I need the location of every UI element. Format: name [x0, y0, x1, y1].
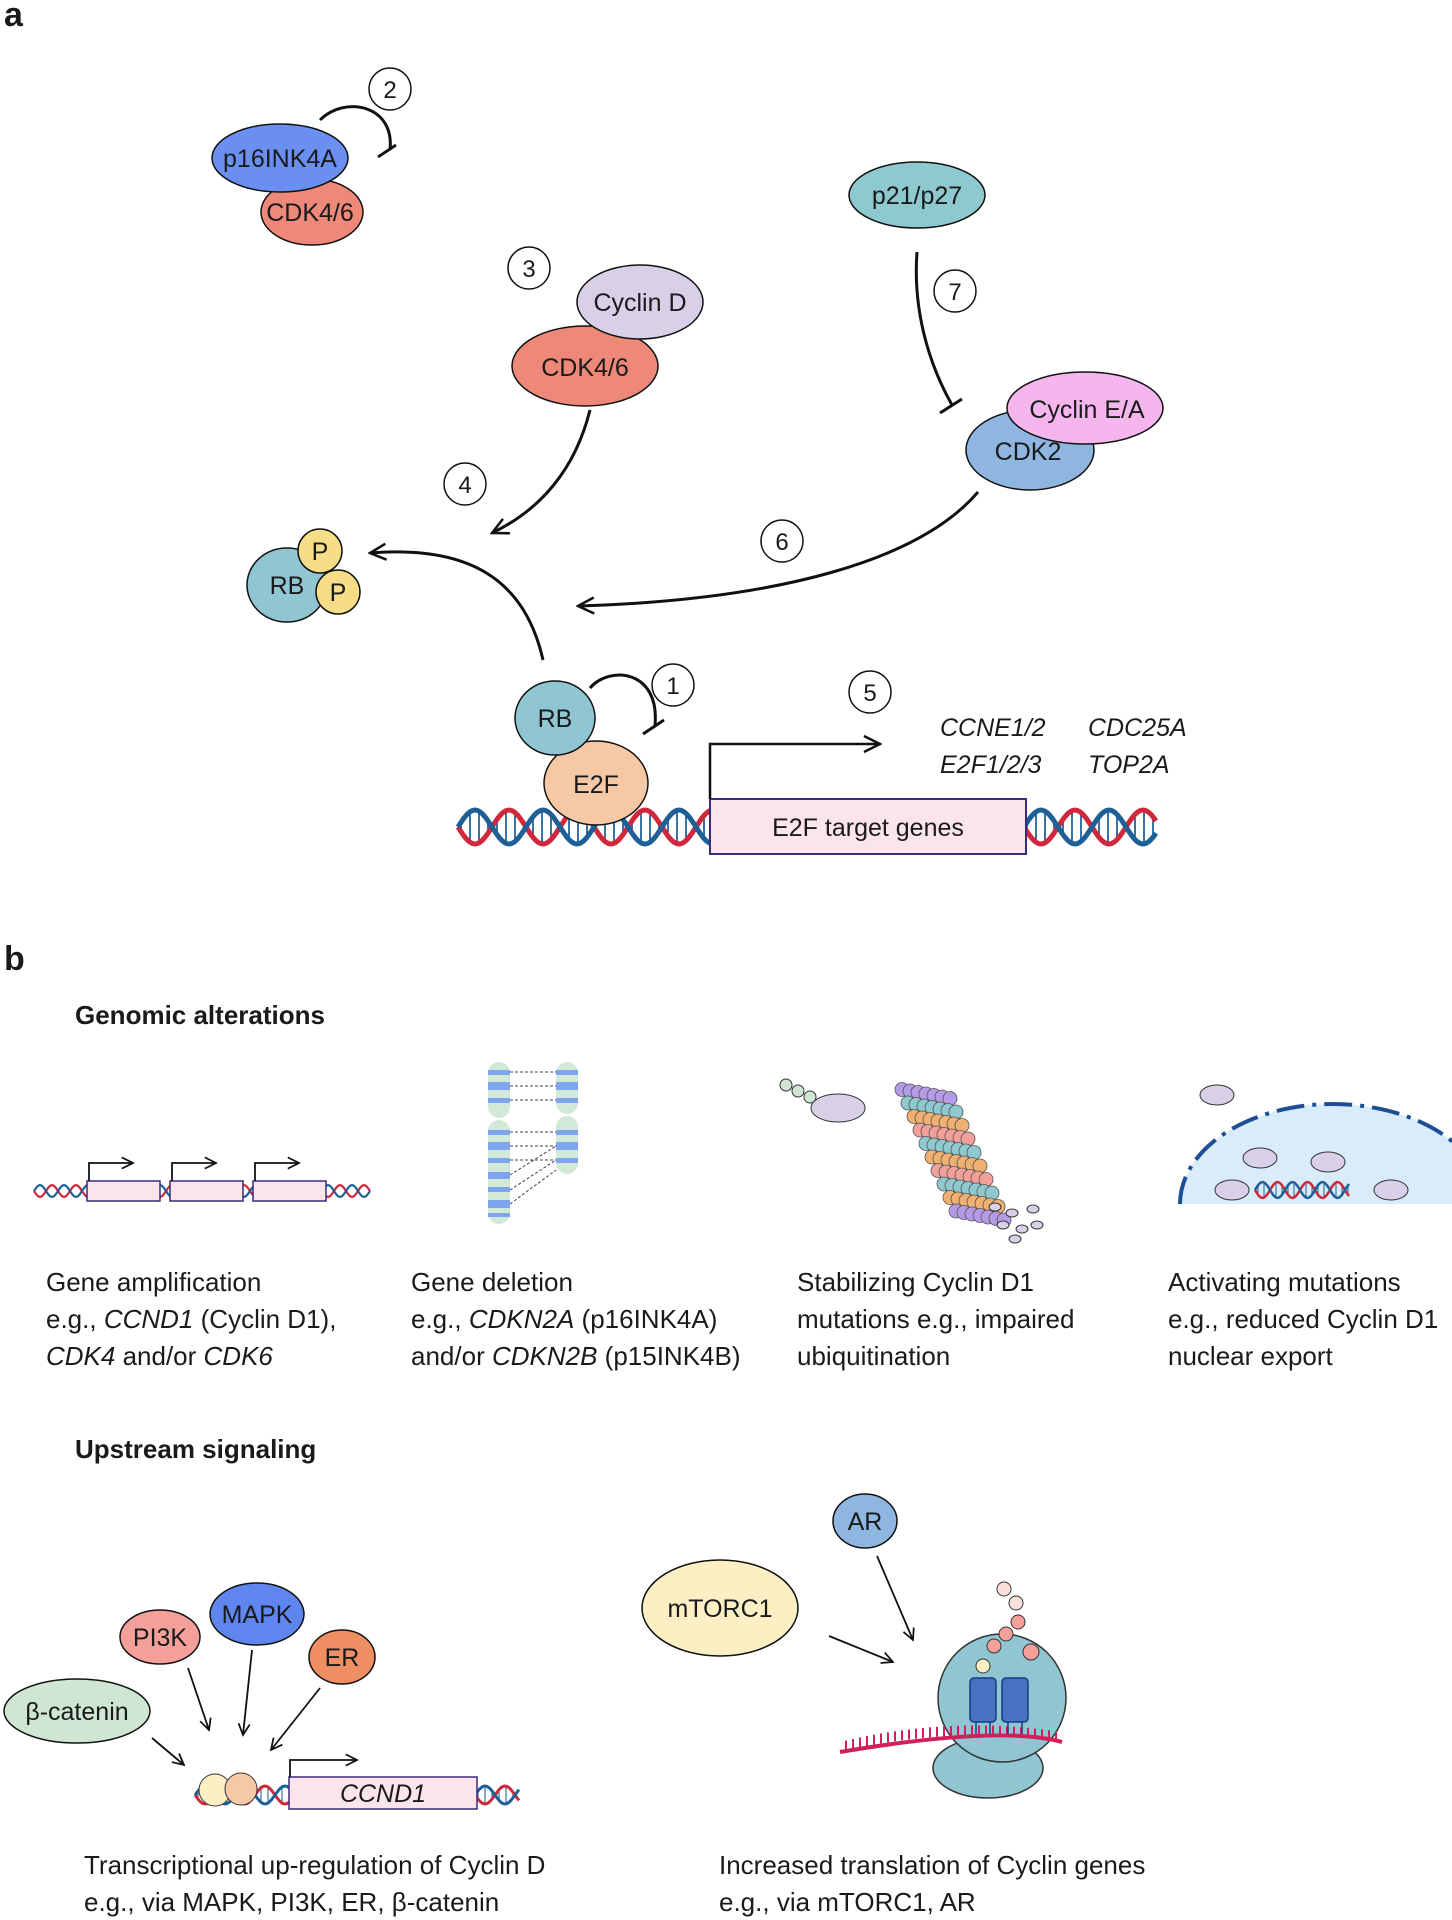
p16-cdk46-complex: CDK4/6 p16INK4A [211, 105, 397, 246]
transcription-signaling: PI3K MAPK ER β-catenin CCND1 [3, 1582, 521, 1810]
cdk46-mid-node [511, 325, 659, 407]
svg-text:Gene deletion: Gene deletion [411, 1267, 573, 1297]
p16-label: p16INK4A [223, 145, 337, 173]
phospho-label-2: P [330, 579, 347, 607]
rb-e2f-complex: E2F RB [514, 673, 665, 826]
p21-inhibition-bar [939, 397, 963, 415]
e2f-node [543, 740, 649, 826]
phospho-node-1 [297, 528, 343, 574]
p16-node [211, 123, 349, 193]
mtorc1-label: mTORC1 [667, 1595, 772, 1623]
svg-text:CDK4 and/or CDK6: CDK4 and/or CDK6 [46, 1341, 273, 1371]
svg-text:e.g., CCND1 (Cyclin D1),: e.g., CCND1 (Cyclin D1), [46, 1304, 336, 1334]
gene-amplification-illustration [33, 1163, 371, 1202]
svg-text:Gene amplification: Gene amplification [46, 1267, 261, 1297]
p16-inhibition-arc [318, 105, 392, 151]
svg-text:Increased translation of Cycli: Increased translation of Cyclin genes [719, 1850, 1145, 1880]
pi3k-node [119, 1609, 201, 1665]
dna-helix-main [455, 807, 1159, 847]
svg-text:Transcriptional up-regulation: Transcriptional up-regulation of Cyclin … [84, 1850, 545, 1880]
step-4: 4 [458, 472, 471, 499]
svg-text:nuclear export: nuclear export [1168, 1341, 1334, 1371]
svg-text:e.g., via mTORC1, AR: e.g., via mTORC1, AR [719, 1887, 976, 1917]
step-5: 5 [863, 680, 876, 707]
p16-inhibition-bar [377, 143, 397, 159]
svg-text:Stabilizing Cyclin D1: Stabilizing Cyclin D1 [797, 1267, 1034, 1297]
svg-text:and/or CDKN2B (p15INK4B): and/or CDKN2B (p15INK4B) [411, 1341, 741, 1371]
arrow-cdk46-to-rbp [492, 409, 592, 533]
ccnd1-box [288, 1776, 478, 1810]
e2f-target-box-label: E2F target genes [772, 814, 964, 842]
caption-deletion: Gene deletion e.g., CDKN2A (p16INK4A) an… [411, 1267, 741, 1371]
cyclin-ea-node [1006, 371, 1164, 445]
rb-phospho-label: RB [270, 572, 305, 600]
nucleus-illustration [1178, 1084, 1452, 1205]
p21-p27-node: p21/p27 [848, 161, 986, 229]
p21-p27-label: p21/p27 [872, 182, 962, 210]
upstream-heading: Upstream signaling [75, 1434, 316, 1464]
svg-text:e.g., CDKN2A (p16INK4A): e.g., CDKN2A (p16INK4A) [411, 1304, 717, 1334]
step-3: 3 [522, 256, 535, 283]
rb-phosphorylated: RB P P [246, 528, 361, 623]
step-numbers: 2 3 7 4 6 1 5 [368, 67, 977, 714]
cyclin-d-label: Cyclin D [593, 289, 686, 317]
rb-inhibition-bar [642, 718, 665, 736]
svg-text:ubiquitination: ubiquitination [797, 1341, 950, 1371]
caption-activating: Activating mutations e.g., reduced Cycli… [1168, 1267, 1438, 1371]
target-gene-cdc25a: CDC25A [1088, 714, 1187, 742]
svg-text:mutations e.g., impaired: mutations e.g., impaired [797, 1304, 1074, 1334]
panel-a-label: a [4, 0, 24, 34]
mrna [839, 1733, 1063, 1754]
cyclind-cdk46-complex: CDK4/6 Cyclin D [511, 264, 704, 407]
target-gene-e2f: E2F1/2/3 [940, 751, 1042, 779]
pi3k-label: PI3K [133, 1624, 188, 1652]
gene-deletion-illustration [488, 1062, 578, 1224]
cdk46-top-label: CDK4/6 [266, 199, 354, 227]
step-7: 7 [948, 279, 961, 306]
genomic-heading: Genomic alterations [75, 1000, 325, 1030]
mapk-node [209, 1582, 305, 1646]
e2f-tss-arrow [708, 744, 880, 799]
svg-text:e.g., reduced Cyclin D1: e.g., reduced Cyclin D1 [1168, 1304, 1438, 1334]
cyclin-ea-label: Cyclin E/A [1029, 396, 1145, 424]
arrow-cdk2-to-e2f [578, 491, 980, 606]
step-1: 1 [666, 673, 679, 700]
e2f-target-box [709, 798, 1027, 855]
p21-inhibition-line [914, 251, 954, 406]
ar-node [832, 1493, 898, 1549]
mtorc1-node [641, 1559, 799, 1657]
cyclin-d-node [576, 264, 704, 340]
caption-amplification: Gene amplification e.g., CCND1 (Cyclin D… [46, 1267, 336, 1371]
beta-catenin-node [3, 1678, 151, 1744]
rb-inhibition-arc [588, 673, 657, 726]
phospho-label-1: P [312, 538, 329, 566]
caption-stabilizing: Stabilizing Cyclin D1 mutations e.g., im… [797, 1267, 1074, 1371]
panel-b-label: b [4, 940, 25, 978]
arrow-rb-release [370, 552, 545, 661]
phospho-node-2 [315, 569, 361, 615]
ccnd1-label: CCND1 [340, 1780, 426, 1808]
target-gene-ccne: CCNE1/2 [940, 714, 1046, 742]
beta-catenin-label: β-catenin [25, 1698, 128, 1726]
er-label: ER [325, 1644, 360, 1672]
cdk46-mid-label: CDK4/6 [541, 354, 629, 382]
step-6: 6 [775, 529, 788, 556]
svg-text:Activating mutations: Activating mutations [1168, 1267, 1401, 1297]
target-gene-top2a: TOP2A [1088, 751, 1170, 779]
step-2: 2 [383, 77, 396, 104]
rb-bound-node [514, 680, 596, 756]
caption-transcriptional: Transcriptional up-regulation of Cyclin … [84, 1850, 545, 1917]
cdk2-label: CDK2 [995, 438, 1062, 466]
cyclinea-cdk2-complex: CDK2 Cyclin E/A [965, 371, 1164, 491]
e2f-label: E2F [573, 771, 619, 799]
ar-label: AR [848, 1508, 883, 1536]
mapk-label: MAPK [222, 1601, 293, 1629]
translation-signaling: mTORC1 AR [641, 1493, 1067, 1799]
caption-translation: Increased translation of Cyclin genes e.… [719, 1850, 1145, 1917]
svg-text:e.g., via MAPK, PI3K, ER, β-ca: e.g., via MAPK, PI3K, ER, β-catenin [84, 1887, 499, 1917]
er-node [308, 1629, 376, 1685]
proteasome-illustration [779, 1078, 1044, 1244]
rb-bound-label: RB [538, 705, 573, 733]
